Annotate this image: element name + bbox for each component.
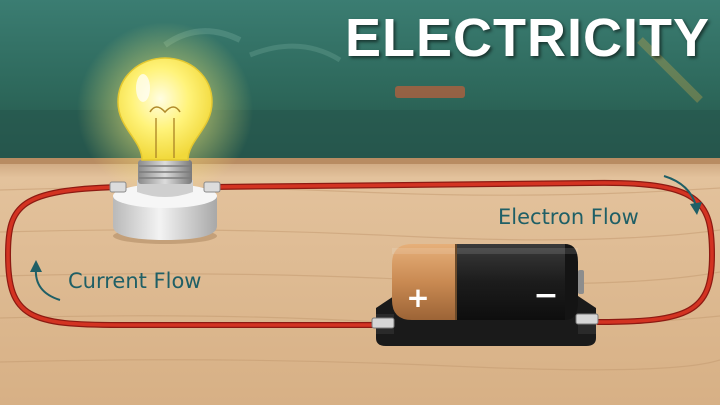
current-arrow-icon: [30, 260, 61, 301]
electron-flow-label: Electron Flow: [498, 205, 639, 229]
electron-arrow-icon: [663, 175, 702, 215]
current-flow-label: Current Flow: [68, 269, 202, 293]
wire-icon: [4, 179, 716, 328]
light-bulb-icon: [77, 22, 253, 244]
battery-icon: [371, 244, 599, 346]
battery-negative-symbol: −: [533, 278, 559, 313]
battery-positive-symbol: +: [406, 281, 430, 314]
page-title: ELECTRICITY: [344, 8, 710, 68]
